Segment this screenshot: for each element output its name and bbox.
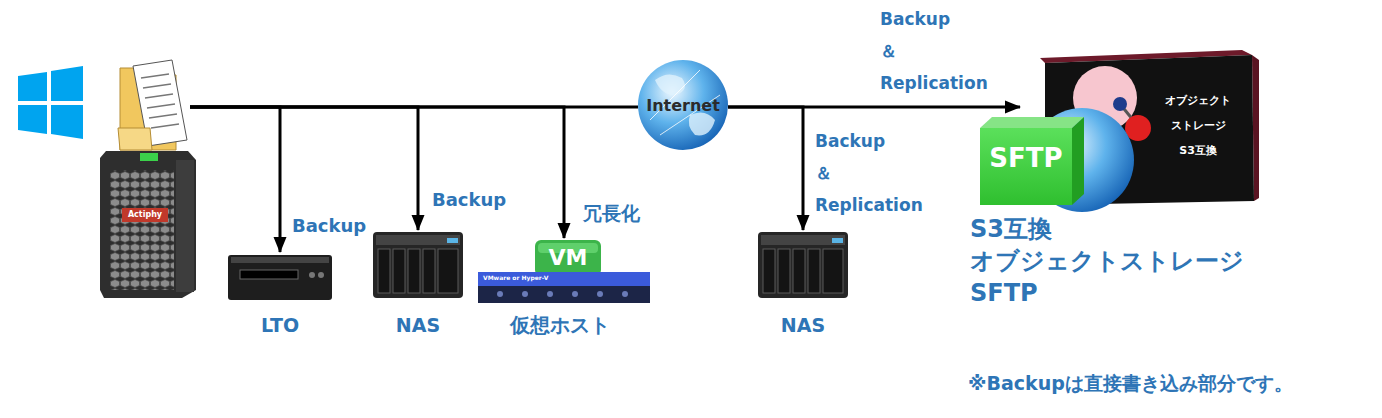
host-vent [622, 291, 628, 297]
lto-slot [240, 270, 298, 279]
server-node: Actiphy [100, 60, 190, 300]
edge-label: 冗長化 [583, 200, 663, 226]
nas-body [758, 232, 848, 298]
connector-line [728, 107, 803, 230]
nas-bay [393, 249, 405, 293]
windows-pane [18, 72, 47, 101]
footnote: ※Backupは直接書き込み部分です。 [968, 370, 1382, 396]
lto-top [231, 257, 329, 263]
nas-top [376, 235, 460, 245]
windows-logo [18, 66, 83, 139]
host-vent [597, 291, 603, 297]
nas-bay [408, 249, 420, 293]
device-caption: LTO [225, 313, 335, 337]
lto-button [309, 272, 315, 278]
vm-badge [535, 240, 601, 276]
connector-line [190, 107, 418, 230]
nas-tag [447, 238, 458, 243]
cloud-storage-node: S3互換 オブジェクトストレージ SFTPオブジェクト ストレージ S3互換SF… [1020, 50, 1260, 300]
connector-line [190, 106, 638, 109]
molecule-atom [1113, 97, 1127, 111]
cube-top [980, 117, 1084, 128]
nas-bay [823, 249, 843, 293]
windows-pane [18, 105, 47, 134]
folder-front [118, 128, 152, 150]
storage-caption: S3互換 オブジェクトストレージ SFTP [970, 213, 1260, 309]
host-vent [572, 291, 578, 297]
edge-label: Backup ＆ Replication [815, 125, 955, 221]
lto-body [228, 255, 332, 300]
host-vent [547, 291, 553, 297]
nas-node: NAS [370, 230, 466, 337]
nas-bay [423, 249, 435, 293]
host-vent [522, 291, 528, 297]
server-logo-plate [122, 208, 168, 222]
connector-line [190, 107, 564, 238]
device-caption: NAS [755, 313, 851, 337]
cloud-storage [980, 50, 1259, 212]
lto-node: LTO [225, 252, 335, 337]
document-lines [141, 74, 179, 128]
storage-box-text: オブジェクト ストレージ S3互換 [1153, 88, 1243, 163]
globe-land [655, 74, 685, 95]
nas-bay [378, 249, 390, 293]
edge-label: Backup ＆ Replication [880, 3, 1020, 99]
sftp-cube: SFTP [980, 118, 1090, 205]
vm-badge-text: VM [535, 241, 601, 275]
internet-node: Internet [638, 60, 728, 152]
device-caption: NAS [370, 313, 466, 337]
nas-bay [438, 249, 458, 293]
server-display [140, 153, 158, 161]
cube-front [980, 128, 1072, 205]
windows-pane [51, 66, 83, 101]
nas-device [373, 232, 463, 298]
edge-label: Backup [432, 187, 532, 213]
windows-pane [51, 105, 83, 139]
server-panel [110, 170, 174, 290]
device-caption: 仮想ホスト [475, 312, 645, 338]
nas-node: NAS [755, 230, 851, 337]
nas-tag [832, 238, 843, 243]
connector-line [728, 106, 1020, 109]
edge-label: Backup [292, 213, 392, 239]
host-model-text: VMware or Hyper-V [483, 273, 603, 283]
storage-face [1045, 55, 1254, 205]
lto-drive [228, 255, 332, 300]
cube-side [1072, 117, 1084, 205]
server-side [176, 160, 194, 292]
object-storage-box: オブジェクト ストレージ S3互換 [1040, 52, 1255, 202]
nas-bay [763, 249, 775, 293]
nas-bay [778, 249, 790, 293]
folder-icon [118, 60, 187, 150]
sftp-text: SFTP [980, 142, 1072, 174]
connector-line [190, 107, 280, 252]
host-front [478, 286, 650, 303]
globe-text: Internet [633, 96, 733, 116]
server-tower [100, 151, 196, 298]
server-brand: Actiphy [122, 208, 168, 222]
vm-host-node: VMVMware or Hyper-V 仮想ホスト [475, 238, 653, 338]
globe-land [689, 112, 715, 135]
host-top [478, 272, 650, 286]
lto-button [318, 272, 324, 278]
molecule-atom [1125, 115, 1151, 141]
virtual-host [478, 240, 650, 303]
host-vent [497, 291, 503, 297]
nas-body [373, 232, 463, 298]
nas-top [761, 235, 845, 245]
nas-bay [793, 249, 805, 293]
server-body [100, 151, 196, 298]
nas-bay [808, 249, 820, 293]
nas-device [758, 232, 848, 298]
